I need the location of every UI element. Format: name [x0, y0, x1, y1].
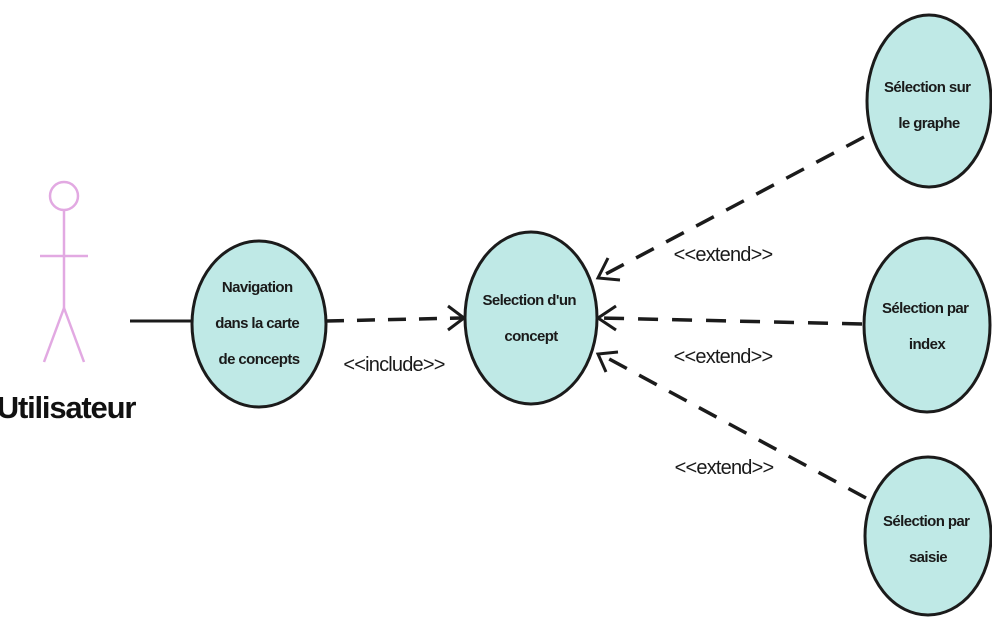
use-case-selection-saisie: Sélection par saisie	[863, 455, 992, 617]
use-case-selection-index-line-2: index	[909, 336, 946, 353]
extend-arrowhead-saisie	[595, 350, 619, 373]
extend-line-graphe	[601, 135, 865, 278]
extend-line-saisie	[599, 352, 867, 500]
use-case-navigation-line-2: dans la carte	[215, 315, 299, 332]
use-case-selection-concept: Selection d'un concept	[463, 230, 599, 406]
use-case-selection-index: Sélection par index	[862, 236, 992, 414]
extend-label-index: <<extend>>	[674, 346, 773, 368]
use-case-selection-graphe-line-2: le graphe	[898, 115, 960, 132]
actor-right-leg	[62, 307, 86, 363]
svg-text:Selection d'un concept: Selection d'un concept	[482, 292, 579, 345]
extend-label-saisie: <<extend>>	[675, 457, 774, 479]
actor-name: Utilisateur	[0, 390, 136, 425]
use-case-selection-graphe-line-1: Sélection sur	[884, 79, 971, 96]
use-case-selection-saisie-line-1: Sélection par	[883, 513, 970, 530]
include-label: <<include>>	[343, 354, 444, 376]
use-case-selection-graphe: Sélection sur le graphe	[865, 13, 992, 189]
actor-head	[48, 180, 80, 212]
use-case-navigation-line-1: Navigation	[222, 279, 293, 296]
use-case-selection-concept-line-1: Selection d'un	[482, 292, 576, 309]
use-case-selection-saisie-line-2: saisie	[909, 549, 947, 566]
use-case-selection-index-line-1: Sélection par	[882, 300, 969, 317]
svg-text:Sélection par saisie: Sélection par saisie	[883, 513, 973, 566]
use-case-navigation-line-3: de concepts	[219, 351, 300, 368]
extend-arrowhead-graphe	[595, 257, 621, 282]
svg-text:Sélection par index: Sélection par index	[882, 300, 972, 353]
use-case-navigation: Navigation dans la carte de concepts	[190, 239, 328, 409]
extend-line-index	[599, 316, 863, 326]
actor-left-leg	[42, 307, 66, 363]
extend-label-graphe: <<extend>>	[674, 244, 773, 266]
actor-figure	[40, 180, 88, 363]
include-line	[325, 316, 463, 323]
svg-text:Navigation dans la carte: Navigation dans la carte de concepts	[215, 279, 303, 368]
svg-text:Sélection sur le graphe: Sélection sur le graphe	[884, 79, 974, 132]
use-case-selection-concept-line-2: concept	[504, 328, 558, 345]
